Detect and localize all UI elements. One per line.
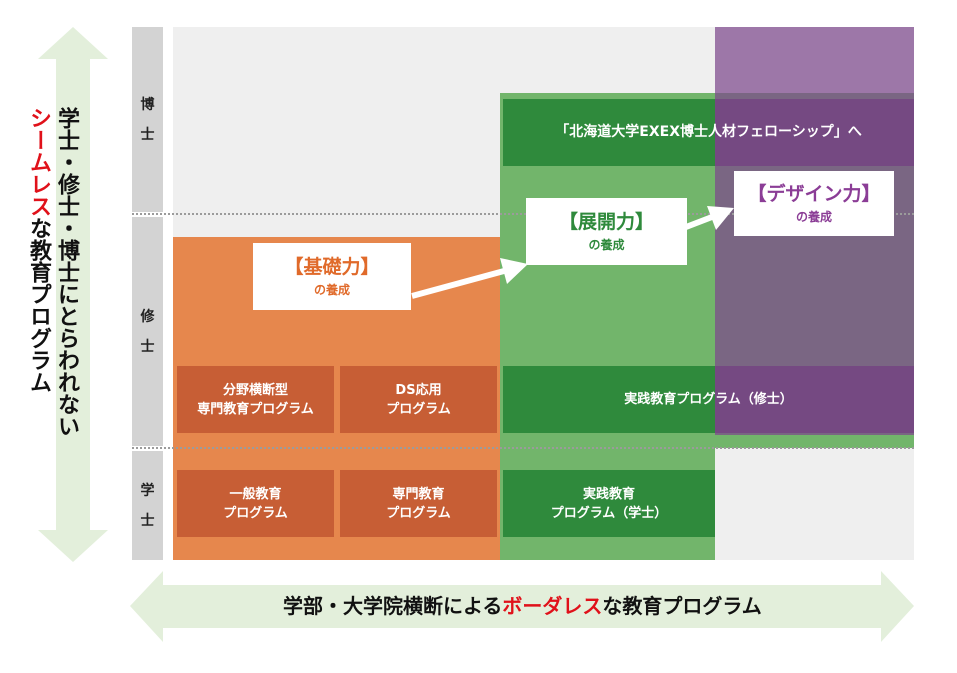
program-ds-ouyou: DS応用プログラム bbox=[340, 366, 497, 433]
level-master-char2: 士 bbox=[140, 338, 155, 355]
arrow-head-kiso-to-tenkai bbox=[500, 258, 528, 284]
program-jissen-bachelor: 実践教育プログラム（学士） bbox=[503, 470, 715, 537]
program-senmon-line1: 専門教育 bbox=[392, 486, 445, 502]
horizontal-caption-before: 学部・大学院横断による bbox=[283, 594, 503, 618]
level-bachelor-char1: 学 bbox=[140, 482, 155, 499]
arrow-kiso-to-tenkai bbox=[411, 268, 505, 299]
horizontal-caption-after: な教育プログラム bbox=[602, 594, 762, 618]
level-bachelor: 学 士 bbox=[132, 451, 163, 560]
divider-doctor-master bbox=[132, 213, 914, 215]
level-doctor-char2: 士 bbox=[140, 126, 155, 143]
callout-design: 【デザイン力】 の養成 bbox=[734, 171, 894, 236]
level-doctor-char1: 博 bbox=[140, 96, 155, 113]
arrow-tenkai-to-design bbox=[684, 214, 714, 230]
program-ippan-line2: プログラム bbox=[223, 505, 288, 521]
program-senmon: 専門教育プログラム bbox=[340, 470, 497, 537]
horizontal-caption-borderless: ボーダレス bbox=[502, 594, 603, 618]
program-ippan-line1: 一般教育 bbox=[229, 486, 282, 502]
callout-tenkai-title: 【展開力】 bbox=[558, 210, 654, 233]
phd-banner: 「北海道大学EXEX博士人材フェローシップ」へ bbox=[503, 99, 914, 166]
level-master-char1: 修 bbox=[140, 308, 155, 325]
program-jissen-bachelor-line2: プログラム（学士） bbox=[550, 505, 668, 521]
callout-kiso: 【基礎力】 の養成 bbox=[253, 243, 411, 310]
level-master: 修 士 bbox=[132, 217, 163, 446]
vertical-caption-line1: 学士・修士・博士にとらわれない bbox=[54, 107, 79, 437]
program-ds-line2: プログラム bbox=[386, 401, 451, 417]
program-jissen-master-label: 実践教育プログラム（修士） bbox=[624, 392, 793, 407]
callout-tenkai-sub: の養成 bbox=[588, 237, 625, 252]
level-bachelor-char2: 士 bbox=[140, 512, 155, 529]
callout-kiso-title: 【基礎力】 bbox=[284, 255, 380, 278]
phd-banner-text: 「北海道大学EXEX博士人材フェローシップ」へ bbox=[555, 124, 862, 140]
arrow-head-tenkai-to-design bbox=[707, 206, 734, 230]
program-ds-line1: DS応用 bbox=[395, 382, 442, 398]
program-bunya-line1: 分野横断型 bbox=[222, 382, 288, 398]
program-jissen-bachelor-line1: 実践教育 bbox=[582, 486, 635, 502]
divider-master-bachelor bbox=[132, 447, 914, 449]
horizontal-caption: 学部・大学院横断によるボーダレスな教育プログラム bbox=[283, 590, 762, 619]
program-bunya-line2: 専門教育プログラム bbox=[197, 401, 314, 417]
vertical-caption: 学士・修士・博士にとらわれないシームレスな教育プログラム bbox=[24, 107, 80, 447]
callout-tenkai: 【展開力】 の養成 bbox=[526, 198, 687, 265]
horizontal-arrow bbox=[130, 571, 914, 642]
vertical-caption-line2-rest: な教育プログラム bbox=[26, 217, 51, 393]
level-doctor: 博 士 bbox=[132, 27, 163, 212]
callout-design-title: 【デザイン力】 bbox=[747, 182, 881, 205]
program-jissen-master: 実践教育プログラム（修士） bbox=[503, 366, 914, 433]
callout-kiso-sub: の養成 bbox=[313, 282, 350, 297]
callout-design-sub: の養成 bbox=[795, 209, 832, 224]
vertical-caption-seamless: シームレス bbox=[26, 107, 51, 217]
program-ippan: 一般教育プログラム bbox=[177, 470, 334, 537]
program-senmon-line2: プログラム bbox=[386, 505, 451, 521]
program-bunya-oudan: 分野横断型専門教育プログラム bbox=[177, 366, 334, 433]
vertical-arrow bbox=[38, 27, 108, 562]
